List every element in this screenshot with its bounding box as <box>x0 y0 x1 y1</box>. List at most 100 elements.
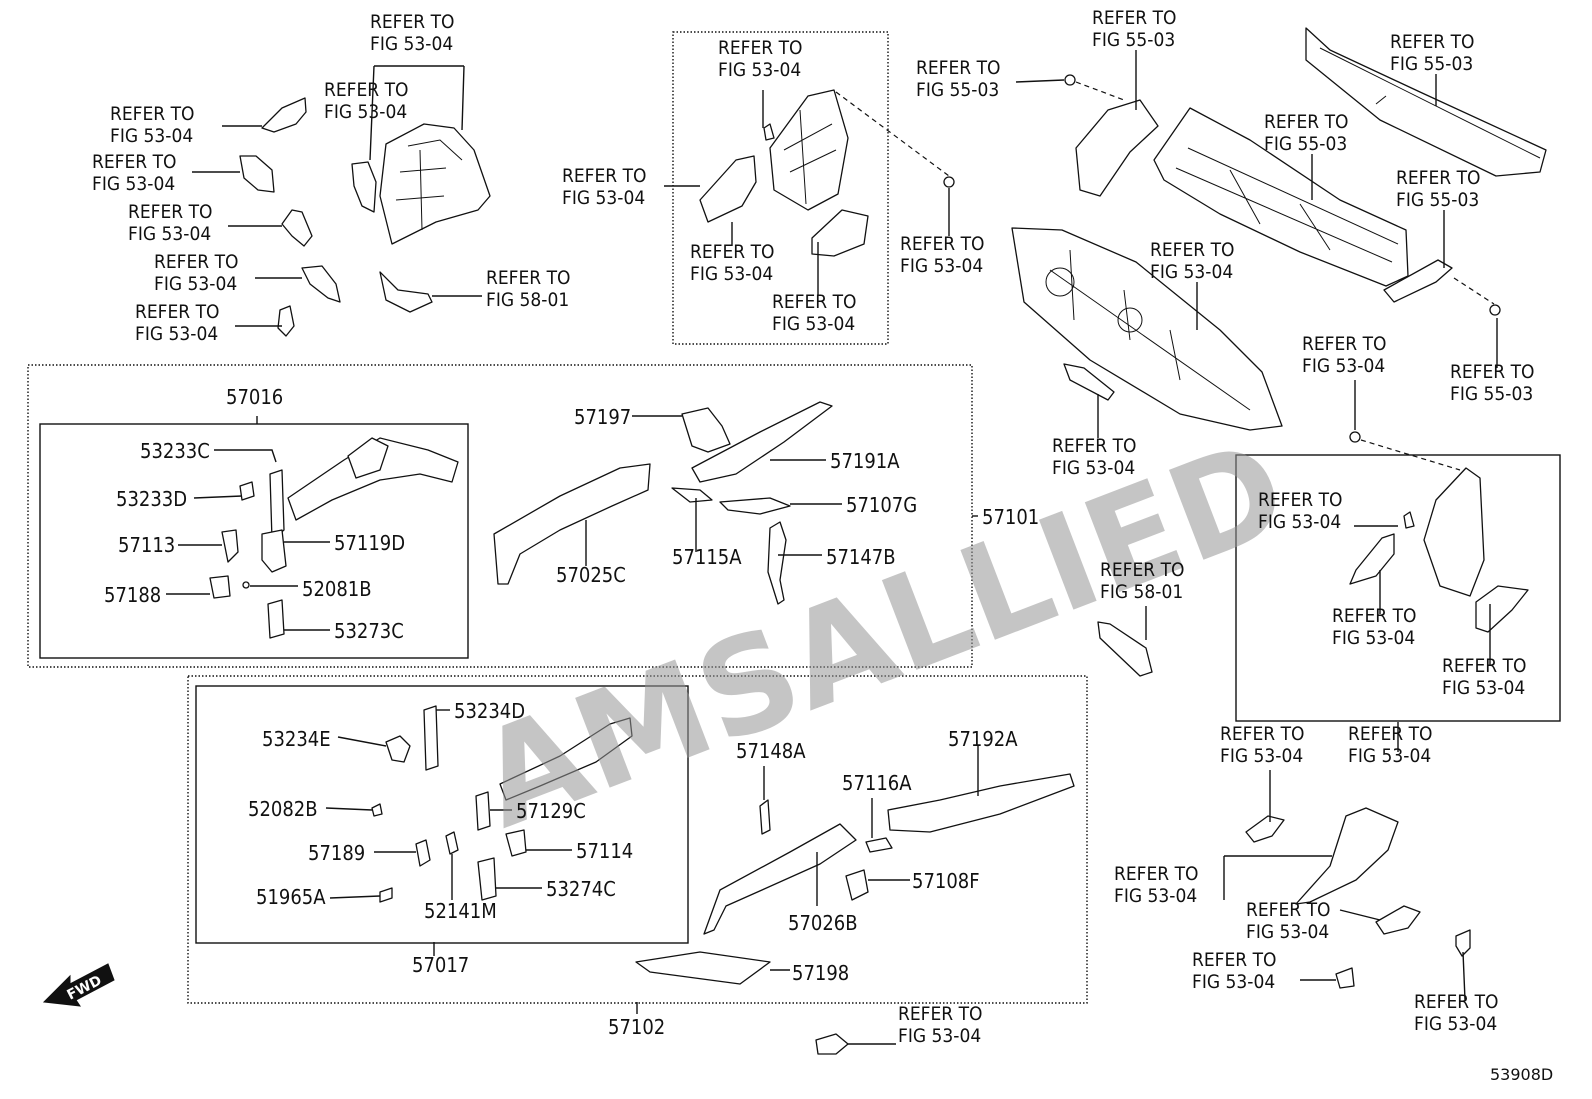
refer-label-line2: FIG 53-04 <box>1258 511 1341 533</box>
part-number-53234D: 53234D <box>454 699 525 723</box>
refer-label-line1: REFER TO <box>486 267 571 289</box>
refer-label-line1: REFER TO <box>1348 723 1433 745</box>
bolt-shape <box>1349 431 1361 443</box>
part-shape <box>1063 363 1115 401</box>
refer-label-line2: FIG 53-04 <box>1246 921 1329 943</box>
refer-label-line1: REFER TO <box>1390 31 1475 53</box>
part-shape <box>1305 27 1547 177</box>
part-number-57115A: 57115A <box>672 545 742 569</box>
part-number-57188: 57188 <box>104 583 161 607</box>
refer-label-line2: FIG 53-04 <box>324 101 407 123</box>
part-shape <box>1375 905 1421 935</box>
refer-label-line2: FIG 53-04 <box>370 33 453 55</box>
part-shape <box>699 155 757 223</box>
bolt-shape <box>1064 74 1076 86</box>
part-shape <box>887 773 1075 833</box>
figure-code: 53908D <box>1490 1065 1553 1084</box>
part-number-labels: 57016 53233C 53233D 57113 57119D 57188 5… <box>104 385 1039 1039</box>
part-number-57116A: 57116A <box>842 771 912 795</box>
part-shape <box>1295 807 1399 905</box>
refer-label-line2: FIG 53-04 <box>718 59 801 81</box>
part-shape <box>1349 533 1395 585</box>
part-shape <box>281 209 313 247</box>
refer-label-line1: REFER TO <box>1414 991 1499 1013</box>
parts-artwork <box>209 27 1547 1055</box>
part-number-57198: 57198 <box>792 961 849 985</box>
part-number-57114: 57114 <box>576 839 633 863</box>
part-shape <box>351 161 377 213</box>
part-shape <box>379 123 491 245</box>
refer-label-line2: FIG 58-01 <box>1100 581 1183 603</box>
part-shape <box>759 799 771 835</box>
part-shape <box>1097 621 1153 677</box>
refer-label-line2: FIG 53-04 <box>1220 745 1303 767</box>
refer-label-line1: REFER TO <box>718 37 803 59</box>
part-shape <box>445 831 459 855</box>
part-number-53234E: 53234E <box>262 727 331 751</box>
refer-label-line2: FIG 53-04 <box>1332 627 1415 649</box>
part-shape <box>415 839 431 867</box>
refer-label-line1: REFER TO <box>1332 605 1417 627</box>
part-shape <box>261 529 287 573</box>
part-shape <box>767 521 787 605</box>
part-shape <box>269 469 285 541</box>
part-shape <box>865 837 893 853</box>
part-number-53274C: 53274C <box>546 877 616 901</box>
bolt-shape <box>943 176 955 188</box>
refer-label-line1: REFER TO <box>900 233 985 255</box>
part-shape <box>1423 467 1485 597</box>
part-shape <box>691 401 833 483</box>
part-number-52082B: 52082B <box>248 797 318 821</box>
part-number-57101: 57101 <box>982 505 1039 529</box>
refer-label-line1: REFER TO <box>916 57 1001 79</box>
part-shape <box>1245 815 1285 843</box>
part-shape <box>811 209 869 257</box>
part-number-51965A: 51965A <box>256 885 326 909</box>
part-shape <box>681 407 731 453</box>
refer-label-line1: REFER TO <box>1258 489 1343 511</box>
refer-label-line2: FIG 53-04 <box>154 273 237 295</box>
refer-label-line2: FIG 53-04 <box>562 187 645 209</box>
part-shape <box>267 599 285 639</box>
part-shape <box>671 487 713 503</box>
refer-label-line2: FIG 53-04 <box>1052 457 1135 479</box>
part-shape <box>379 887 393 903</box>
part-shape <box>703 823 857 935</box>
refer-label-line2: FIG 55-03 <box>1092 29 1175 51</box>
refer-label-line2: FIG 53-04 <box>92 173 175 195</box>
refer-label-line2: FIG 53-04 <box>1302 355 1385 377</box>
part-shape <box>505 829 527 857</box>
refer-label-line1: REFER TO <box>1150 239 1235 261</box>
fwd-arrow: FWD <box>42 963 115 1007</box>
refer-label-line2: FIG 53-04 <box>1442 677 1525 699</box>
part-shape <box>1075 99 1159 197</box>
refer-label-line1: REFER TO <box>562 165 647 187</box>
part-shape <box>239 481 255 501</box>
part-number-57129C: 57129C <box>516 799 586 823</box>
refer-label-line2: FIG 53-04 <box>1414 1013 1497 1035</box>
refer-label-line2: FIG 53-04 <box>1150 261 1233 283</box>
refer-label-line2: FIG 53-04 <box>1114 885 1197 907</box>
part-shape <box>277 305 295 337</box>
refer-label-line2: FIG 53-04 <box>135 323 218 345</box>
refer-label-line1: REFER TO <box>1114 863 1199 885</box>
refer-label-line2: FIG 53-04 <box>110 125 193 147</box>
refer-labels: REFER TO FIG 53-04 REFER TO FIG 53-04 RE… <box>92 7 1535 1047</box>
refer-label-line1: REFER TO <box>154 251 239 273</box>
part-number-53233D: 53233D <box>116 487 187 511</box>
part-number-57016: 57016 <box>226 385 283 409</box>
refer-label-line2: FIG 53-04 <box>1192 971 1275 993</box>
refer-label-line1: REFER TO <box>1442 655 1527 677</box>
subassembly-frame-57017 <box>195 685 689 944</box>
part-number-53233C: 53233C <box>140 439 210 463</box>
part-shape <box>769 89 849 211</box>
inset-frame-top-center <box>672 31 889 345</box>
refer-label-line1: REFER TO <box>1264 111 1349 133</box>
part-shape <box>493 463 651 585</box>
refer-label-line1: REFER TO <box>1092 7 1177 29</box>
part-shape <box>1475 585 1529 633</box>
part-number-57119D: 57119D <box>334 531 405 555</box>
refer-label-line2: FIG 53-04 <box>690 263 773 285</box>
part-shape <box>1455 929 1471 957</box>
